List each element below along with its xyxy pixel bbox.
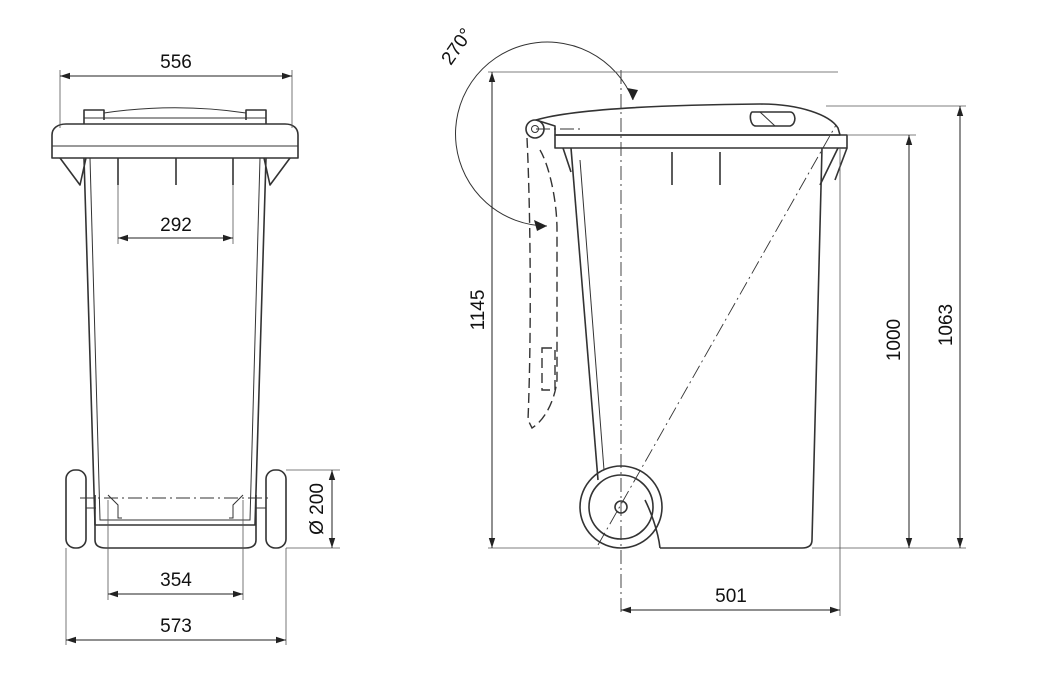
front-lid-handle-right [245,109,267,124]
front-lid [51,123,299,159]
lid-open-position [526,137,558,429]
dim-side-body-height: 1000 [884,319,905,361]
lid-swing-arc [455,41,634,227]
dim-wheel-diameter: Ø 200 [307,483,328,535]
front-base [94,495,257,549]
front-body [83,157,267,526]
front-wheel-left [65,469,96,549]
dim-front-inner-width: 292 [160,215,192,236]
dim-front-lid-width: 556 [160,52,192,73]
side-body [570,147,599,481]
dim-side-depth: 501 [715,586,747,607]
side-view: 270° 1145 [438,25,966,616]
dim-side-overall-height: 1063 [936,304,957,346]
front-view: 556 292 Ø 200 354 573 [51,52,340,645]
side-lid-handle [749,111,796,127]
front-wheel-right [256,469,287,549]
dim-front-wheel-track: 354 [160,570,192,591]
front-lid-handle-left [83,109,105,124]
hinge [525,119,545,139]
dim-side-total-height: 1145 [468,290,489,331]
dim-front-total-width: 573 [160,616,192,637]
dim-lid-opening-angle: 270° [438,25,478,69]
